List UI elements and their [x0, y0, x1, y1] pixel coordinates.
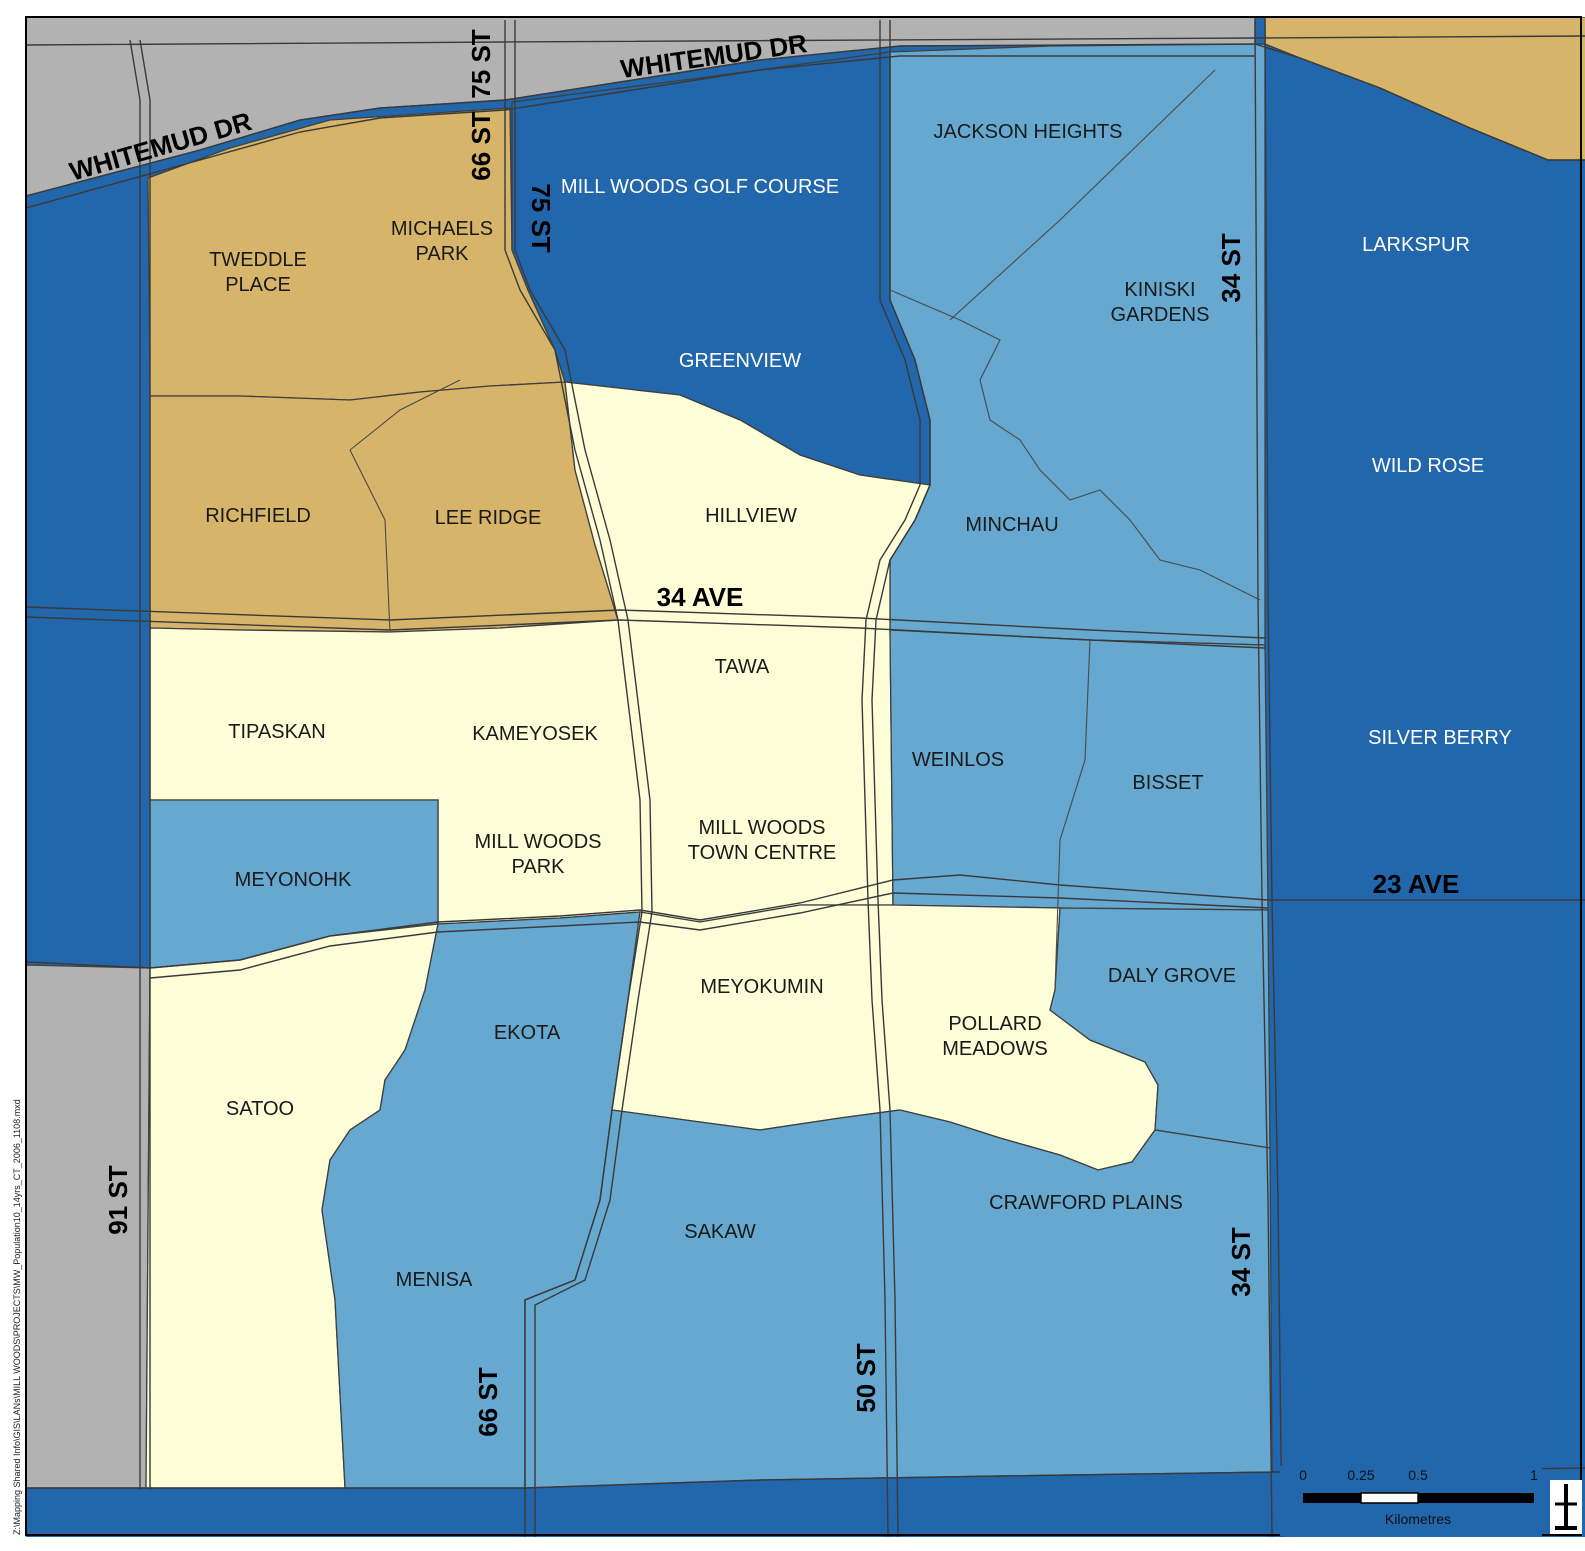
- scale-tick-1: 1: [1530, 1467, 1538, 1483]
- label-jackson-heights: JACKSON HEIGHTS: [934, 121, 1123, 143]
- label-pollard-meadows-1: POLLARD: [948, 1013, 1041, 1035]
- label-greenview: GREENVIEW: [679, 350, 801, 372]
- label-kiniski-gardens-2: GARDENS: [1111, 304, 1210, 326]
- label-silver-berry: SILVER BERRY: [1368, 727, 1512, 749]
- label-lee-ridge: LEE RIDGE: [435, 507, 542, 529]
- label-bisset: BISSET: [1132, 772, 1203, 794]
- label-town-centre-1: MILL WOODS: [698, 817, 825, 839]
- road-label-34-ave: 34 AVE: [657, 582, 744, 612]
- label-menisa: MENISA: [396, 1269, 473, 1291]
- label-tweddle-place-1: TWEDDLE: [209, 249, 307, 271]
- label-tawa: TAWA: [715, 656, 770, 678]
- label-tipaskan: TIPASKAN: [228, 721, 325, 743]
- label-daly-grove: DALY GROVE: [1108, 965, 1236, 987]
- scale-segment-2: [1360, 1492, 1419, 1504]
- scale-tick-025: 0.25: [1347, 1467, 1374, 1483]
- label-mill-woods-park-1: MILL WOODS: [474, 831, 601, 853]
- label-pollard-meadows-2: MEADOWS: [942, 1038, 1048, 1060]
- scale-segment-1: [1303, 1493, 1361, 1503]
- file-path-label: Z:\Mapping Shared Info\GIS\LANs\MILL WOO…: [12, 1099, 22, 1535]
- label-meyonohk: MEYONOHK: [235, 869, 352, 891]
- road-label-66-st-south: 66 ST: [473, 1367, 503, 1436]
- road-network: [26, 19, 1585, 1537]
- north-arrow-icon: [1550, 1480, 1582, 1534]
- label-meyokumin: MEYOKUMIN: [700, 976, 823, 998]
- label-ekota: EKOTA: [494, 1022, 561, 1044]
- road-label-34-st-south: 34 ST: [1226, 1227, 1256, 1296]
- scale-bar: 0 0.25 0.5 1 Kilometres: [1280, 1466, 1542, 1536]
- road-label-66-st-north: 66 ST: [466, 111, 496, 180]
- map-frame: [25, 16, 1582, 1536]
- label-minchau: MINCHAU: [965, 514, 1058, 536]
- area-daly-grove: [1049, 907, 1271, 1149]
- label-mill-woods-park-2: PARK: [512, 856, 566, 878]
- scale-unit-label: Kilometres: [1385, 1511, 1451, 1527]
- road-label-50-st: 50 ST: [851, 1343, 881, 1412]
- label-kiniski-gardens-1: KINISKI: [1124, 279, 1195, 301]
- label-satoo: SATOO: [226, 1098, 294, 1120]
- scale-tick-0: 0: [1299, 1467, 1307, 1483]
- scale-segment-3: [1418, 1493, 1534, 1503]
- label-wild-rose: WILD ROSE: [1372, 455, 1484, 477]
- road-label-34-st-north: 34 ST: [1216, 233, 1246, 302]
- label-tweddle-place-2: PLACE: [225, 274, 291, 296]
- label-weinlos: WEINLOS: [912, 749, 1004, 771]
- label-mill-woods-golf-course: MILL WOODS GOLF COURSE: [561, 176, 839, 198]
- road-label-91-st: 91 ST: [103, 1165, 133, 1234]
- label-kameyosek: KAMEYOSEK: [472, 723, 598, 745]
- road-label-75-st-north: 75 ST: [466, 29, 496, 98]
- area-sakaw-crawford: [524, 1109, 1273, 1489]
- neighbourhood-labels: JACKSON HEIGHTS MILL WOODS GOLF COURSE T…: [205, 121, 1512, 1291]
- label-hillview: HILLVIEW: [705, 505, 797, 527]
- label-larkspur: LARKSPUR: [1362, 234, 1470, 256]
- scale-tick-05: 0.5: [1408, 1467, 1428, 1483]
- road-label-23-ave: 23 AVE: [1373, 869, 1460, 899]
- road-label-75-st-south: 75 ST: [526, 183, 556, 252]
- label-richfield: RICHFIELD: [205, 505, 311, 527]
- label-town-centre-2: TOWN CENTRE: [688, 842, 837, 864]
- label-sakaw: SAKAW: [684, 1221, 756, 1243]
- label-michaels-park-1: MICHAELS: [391, 218, 493, 240]
- label-michaels-park-2: PARK: [416, 243, 470, 265]
- label-crawford-plains: CRAWFORD PLAINS: [989, 1192, 1183, 1214]
